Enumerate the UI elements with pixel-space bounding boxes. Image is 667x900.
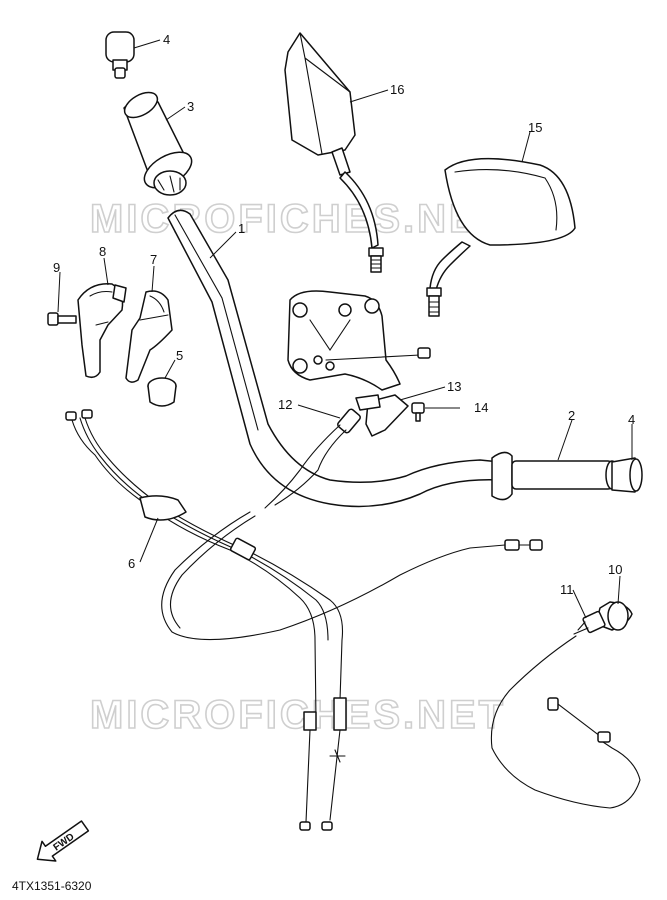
callout-10: 10	[608, 562, 622, 577]
watermark-bottom: MICROFICHES.NET	[90, 693, 506, 737]
callout-8: 8	[99, 244, 106, 259]
choke-knob[interactable]	[573, 601, 633, 635]
throttle-grip[interactable]	[120, 87, 197, 196]
diagram-code: 4TX1351-6320	[12, 879, 92, 893]
callout-9: 9	[53, 260, 60, 275]
callout-2: 2	[568, 408, 575, 423]
callout-16: 16	[390, 82, 404, 97]
callout-5: 5	[176, 348, 183, 363]
callout-13: 13	[447, 379, 461, 394]
holder-bracket[interactable]	[287, 290, 431, 391]
grip-end-left[interactable]	[105, 31, 135, 79]
mirror-right[interactable]	[426, 157, 576, 317]
fwd-arrow: FWD	[36, 820, 90, 862]
cable-loop	[161, 511, 543, 641]
choke-cable[interactable]	[490, 635, 641, 809]
callout-6: 6	[128, 556, 135, 571]
callout-15: 15	[528, 120, 542, 135]
callout-1: 1	[238, 221, 245, 236]
callout-14: 14	[474, 400, 488, 415]
grip-end-right[interactable]	[611, 457, 643, 493]
mirror-left[interactable]	[284, 32, 384, 273]
cable-lever-bracket[interactable]	[264, 394, 409, 509]
callout-3: 3	[187, 99, 194, 114]
callout-4-right: 4	[628, 412, 635, 427]
collar[interactable]	[147, 377, 177, 407]
callout-7: 7	[150, 252, 157, 267]
handlebar[interactable]	[167, 209, 501, 508]
callout-4: 4	[163, 32, 170, 47]
lever-holder[interactable]	[125, 290, 173, 383]
watermark-top: MICROFICHES.NET	[90, 197, 506, 241]
screw-14[interactable]	[411, 402, 425, 422]
leader-lines	[57, 39, 633, 619]
switch-housing[interactable]	[77, 283, 127, 379]
callout-11: 11	[560, 582, 574, 597]
throttle-cable-assembly[interactable]	[65, 409, 347, 831]
callout-12: 12	[278, 397, 292, 412]
grip-right[interactable]	[491, 451, 619, 501]
screw-9[interactable]	[47, 312, 77, 326]
